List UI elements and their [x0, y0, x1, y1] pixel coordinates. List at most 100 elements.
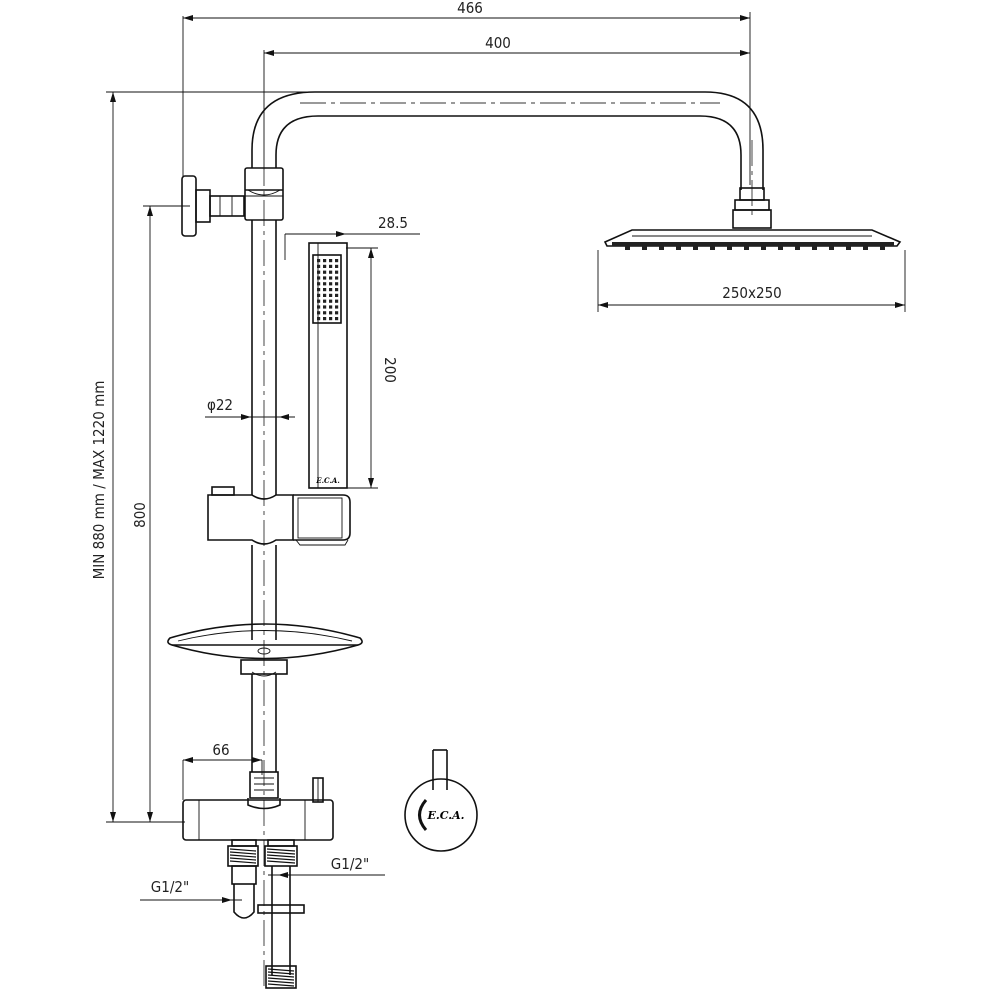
thread-line	[267, 977, 295, 981]
hand-nozzle	[323, 305, 327, 309]
center-lines	[263, 102, 753, 990]
nozzle	[880, 246, 885, 250]
dim-hand-shower-width: 28.5	[378, 214, 408, 232]
dim-head-size: 250x250	[722, 284, 782, 302]
lower-pipe	[251, 671, 277, 772]
shower-arm	[251, 91, 764, 190]
hand-nozzle	[329, 293, 333, 297]
thread-line	[229, 851, 257, 855]
hand-nozzle	[323, 282, 327, 286]
hand-nozzle	[323, 264, 327, 268]
nozzle	[676, 246, 681, 250]
dimension-200: 200	[346, 247, 399, 489]
head-connector	[732, 187, 772, 229]
hand-nozzle	[317, 259, 321, 263]
inlet-thread-bottom	[267, 968, 295, 987]
hand-nozzle	[323, 259, 327, 263]
thread-line	[266, 854, 296, 858]
thread-line	[229, 848, 257, 852]
thread-line	[266, 857, 296, 861]
thread-line	[267, 983, 295, 987]
hand-nozzle	[317, 293, 321, 297]
dimension-400: 400	[263, 34, 750, 170]
thread-line	[266, 851, 296, 855]
thread-line	[229, 857, 257, 861]
hand-nozzle	[335, 276, 339, 280]
hand-nozzle	[335, 264, 339, 268]
hand-nozzle	[317, 264, 321, 268]
hand-nozzle	[317, 305, 321, 309]
nozzle	[778, 246, 783, 250]
hand-nozzle	[329, 288, 333, 292]
hand-nozzle	[329, 282, 333, 286]
dim-rail-length: 800	[131, 502, 149, 528]
dim-inlet-right: G1/2"	[331, 855, 369, 873]
hand-nozzle	[323, 293, 327, 297]
dimension-466: 466	[182, 0, 751, 185]
hand-nozzle	[323, 299, 327, 303]
nozzle	[744, 246, 749, 250]
nozzle	[812, 246, 817, 250]
dim-hand-shower-length: 200	[381, 357, 399, 383]
hand-nozzle	[329, 311, 333, 315]
rain-shower-head	[603, 229, 902, 250]
hand-nozzle	[317, 317, 321, 321]
hand-nozzle	[335, 305, 339, 309]
dimension-66: 66	[182, 741, 263, 800]
hand-nozzle	[329, 317, 333, 321]
hand-nozzle	[317, 299, 321, 303]
mixer-body	[182, 771, 334, 841]
dim-height-range: MIN 880 mm / MAX 1220 mm	[90, 381, 108, 580]
wall-bracket-top	[181, 175, 245, 237]
hand-nozzle	[335, 317, 339, 321]
hand-nozzle	[323, 270, 327, 274]
inlet-thread-left	[229, 848, 257, 864]
dim-total-width: 466	[457, 0, 483, 17]
nozzle	[625, 246, 630, 250]
hand-shower: E.C.A.	[308, 242, 348, 489]
nozzle	[863, 246, 868, 250]
hand-nozzle	[317, 282, 321, 286]
hand-nozzle	[335, 270, 339, 274]
dim-arm-length: 400	[485, 34, 511, 52]
diverter-logo: E.C.A.	[427, 809, 465, 822]
hand-nozzle	[329, 270, 333, 274]
thread-line	[229, 854, 257, 858]
inlet-connectors	[227, 839, 305, 989]
thread-line	[267, 980, 295, 984]
nozzle	[693, 246, 698, 250]
dimension-pipe-diameter: φ22	[205, 396, 295, 420]
nozzle	[642, 246, 647, 250]
inlet-thread-right	[266, 848, 296, 864]
nozzle	[710, 246, 715, 250]
dimension-g12-right: G1/2"	[268, 855, 385, 878]
hand-nozzle	[323, 317, 327, 321]
hand-nozzle	[335, 299, 339, 303]
hand-nozzle	[335, 259, 339, 263]
swivel-joint	[244, 167, 284, 221]
diverter-handle: E.C.A.	[404, 749, 478, 852]
thread-line	[229, 860, 257, 864]
hand-nozzle	[317, 270, 321, 274]
nozzle	[727, 246, 732, 250]
hand-nozzle	[317, 311, 321, 315]
dimension-250x250: 250x250	[597, 250, 906, 312]
hand-nozzle	[323, 288, 327, 292]
slider-holder	[207, 486, 351, 546]
thread-line	[267, 971, 295, 975]
dim-inlet-left: G1/2"	[151, 878, 189, 896]
thread-line	[266, 860, 296, 864]
thread-line	[267, 974, 295, 978]
dim-mixer-offset: 66	[212, 741, 229, 759]
hand-nozzle	[323, 311, 327, 315]
hand-nozzle	[317, 288, 321, 292]
dim-pipe-diameter: φ22	[207, 396, 233, 414]
hand-nozzle	[329, 276, 333, 280]
hand-nozzle	[329, 264, 333, 268]
hand-nozzle	[317, 276, 321, 280]
hand-nozzle	[335, 288, 339, 292]
soap-dish	[167, 623, 363, 675]
dimension-height-range: MIN 880 mm / MAX 1220 mm	[90, 91, 320, 823]
nozzle	[795, 246, 800, 250]
dimension-800: 800	[131, 205, 190, 822]
